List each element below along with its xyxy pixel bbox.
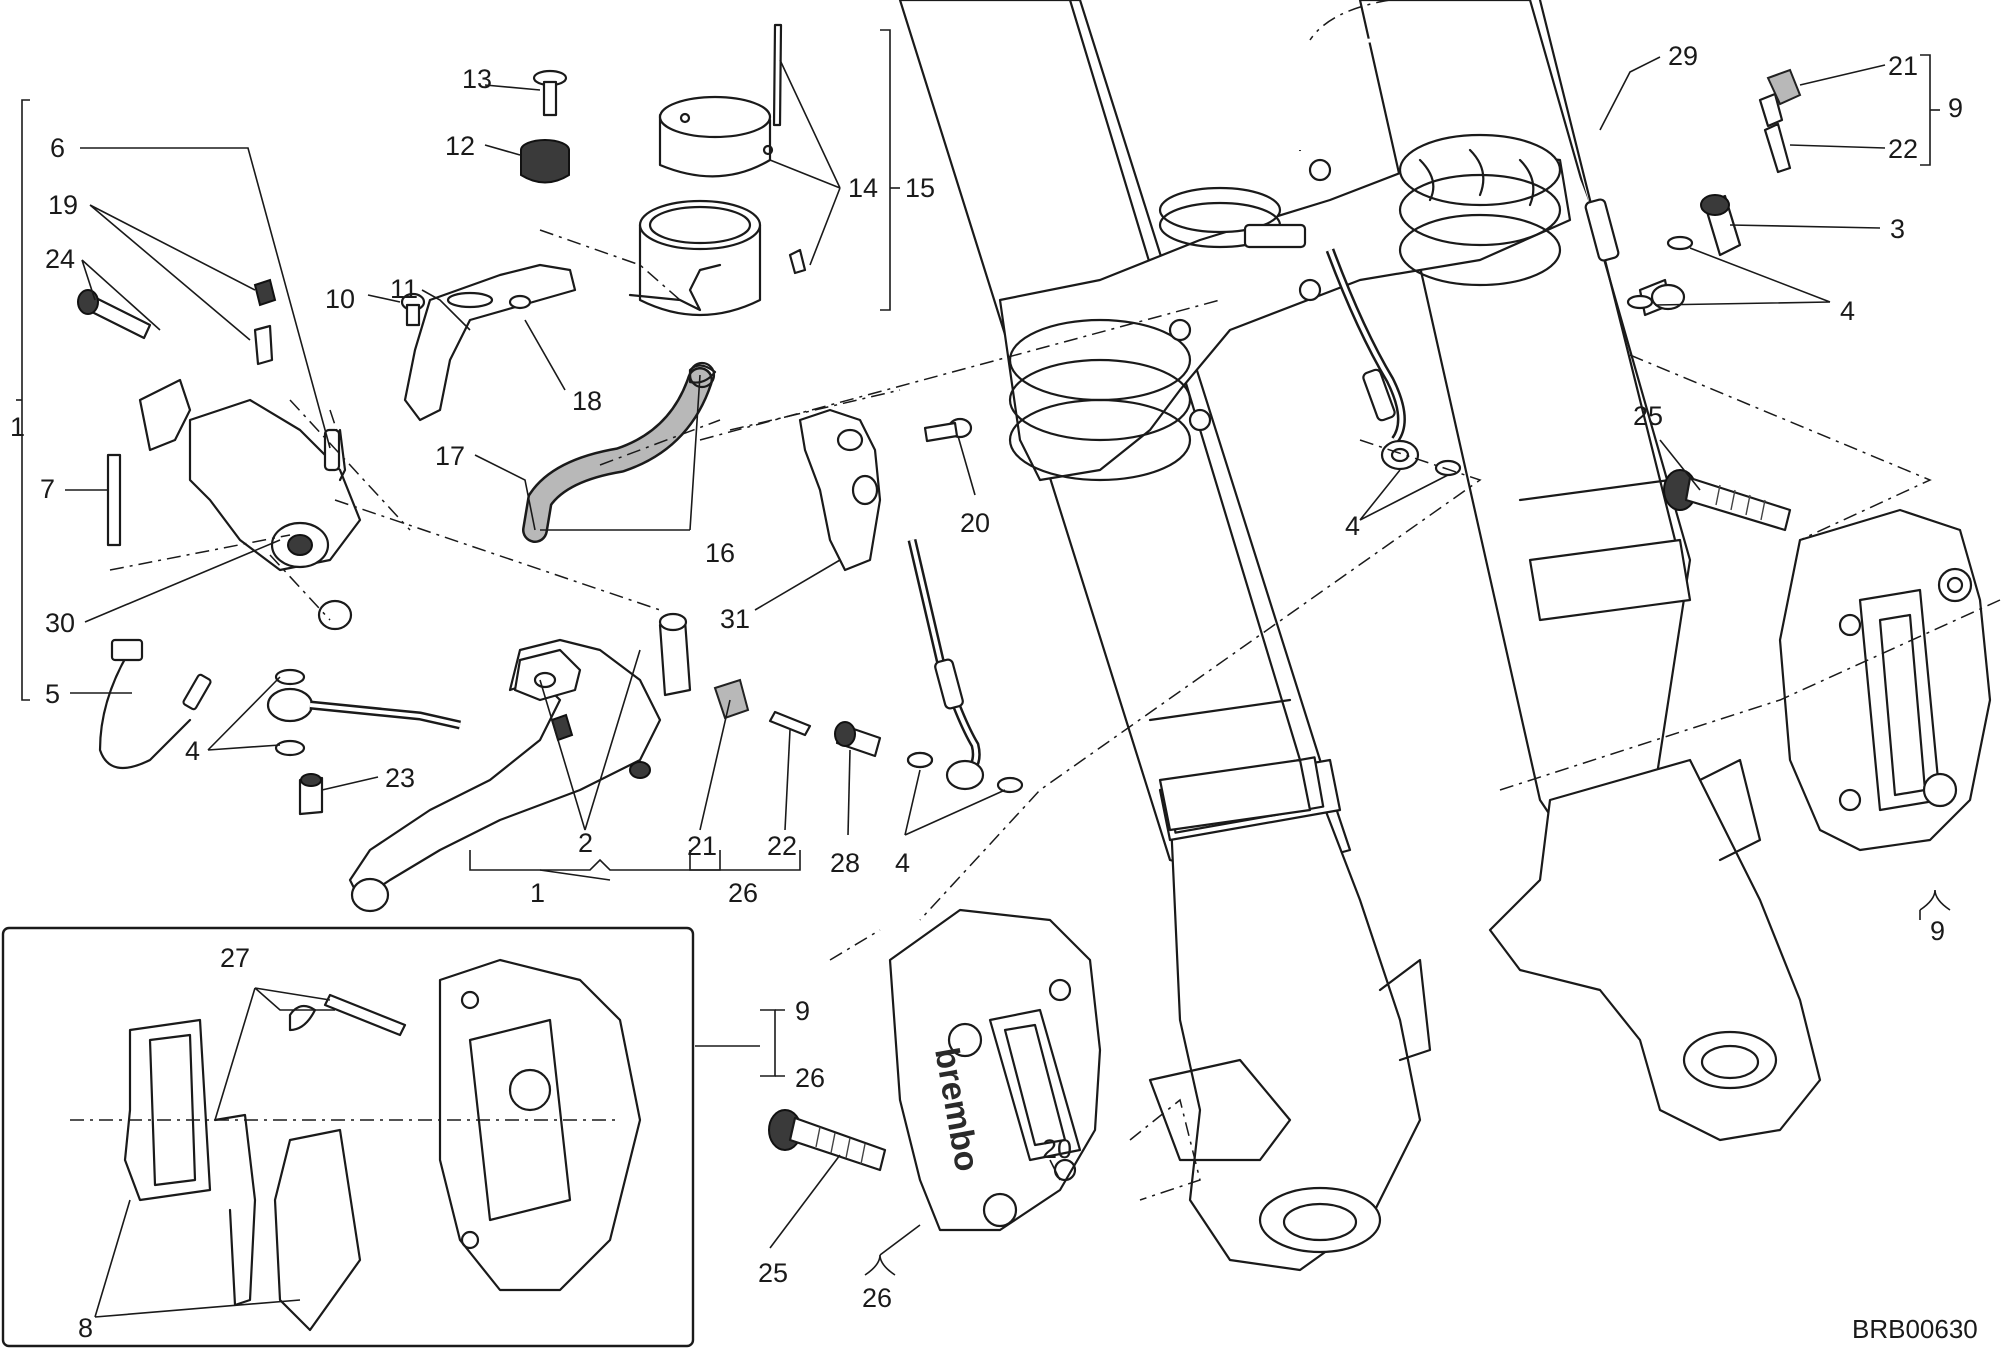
callout-7: 7 bbox=[40, 474, 55, 504]
callout-25: 25 bbox=[1633, 401, 1663, 431]
callout-16: 16 bbox=[705, 538, 735, 568]
inset-panel bbox=[1, 926, 695, 1348]
callout-15: 15 bbox=[905, 173, 935, 203]
reservoir-assembly bbox=[400, 23, 807, 543]
callout-9: 9 bbox=[1930, 916, 1945, 946]
callout-25: 25 bbox=[758, 1258, 788, 1288]
callout-1: 1 bbox=[530, 878, 545, 908]
callout-labels: 1 1 2 3 4 4 4 4 5 6 7 8 9 9 9 10 11 12 1… bbox=[10, 41, 1963, 1343]
callout-11: 11 bbox=[390, 274, 418, 304]
bleed-fittings bbox=[713, 678, 934, 769]
callout-26: 26 bbox=[728, 878, 758, 908]
callout-30: 30 bbox=[45, 608, 75, 638]
right-brake-caliper bbox=[1663, 469, 1992, 852]
callout-20: 20 bbox=[960, 508, 990, 538]
callout-31: 31 bbox=[720, 604, 750, 634]
callout-21: 21 bbox=[687, 831, 717, 861]
callout-5: 5 bbox=[45, 679, 60, 709]
callout-13: 13 bbox=[462, 64, 492, 94]
callout-9: 9 bbox=[795, 996, 810, 1026]
callout-4: 4 bbox=[895, 848, 910, 878]
callout-8: 8 bbox=[78, 1313, 93, 1343]
callout-28: 28 bbox=[830, 848, 860, 878]
callout-29: 29 bbox=[1668, 41, 1698, 71]
drawing-code: BRB00630 bbox=[1852, 1314, 1978, 1344]
callout-27: 27 bbox=[220, 943, 250, 973]
leader-lines bbox=[16, 29, 1951, 1318]
front-fork-assembly bbox=[898, 0, 1822, 1272]
callout-22: 22 bbox=[1888, 134, 1918, 164]
callout-21: 21 bbox=[1888, 51, 1918, 81]
callout-1: 1 bbox=[10, 412, 25, 442]
front-brake-caliper: brembo bbox=[768, 908, 1102, 1232]
callout-24: 24 bbox=[45, 244, 75, 274]
callout-23: 23 bbox=[385, 763, 415, 793]
callout-22: 22 bbox=[767, 831, 797, 861]
callout-26: 26 bbox=[795, 1063, 825, 1093]
right-brake-hose bbox=[1298, 37, 1802, 317]
callout-20: 20 bbox=[1042, 1134, 1072, 1164]
callout-6: 6 bbox=[50, 133, 65, 163]
assembly-lines bbox=[109, 0, 2001, 1201]
callout-26: 26 bbox=[862, 1283, 892, 1313]
callout-19: 19 bbox=[48, 190, 78, 220]
callout-4: 4 bbox=[1840, 296, 1855, 326]
callout-14: 14 bbox=[848, 173, 878, 203]
callout-2: 2 bbox=[578, 828, 593, 858]
callout-12: 12 bbox=[445, 131, 475, 161]
hose-clamp-bracket bbox=[798, 408, 973, 572]
callout-18: 18 bbox=[572, 386, 602, 416]
callout-3: 3 bbox=[1890, 214, 1905, 244]
callout-4: 4 bbox=[1345, 511, 1360, 541]
callout-4: 4 bbox=[185, 736, 200, 766]
callout-10: 10 bbox=[325, 284, 355, 314]
callout-9: 9 bbox=[1948, 93, 1963, 123]
master-cylinder-assembly bbox=[77, 278, 692, 913]
callout-17: 17 bbox=[435, 441, 465, 471]
